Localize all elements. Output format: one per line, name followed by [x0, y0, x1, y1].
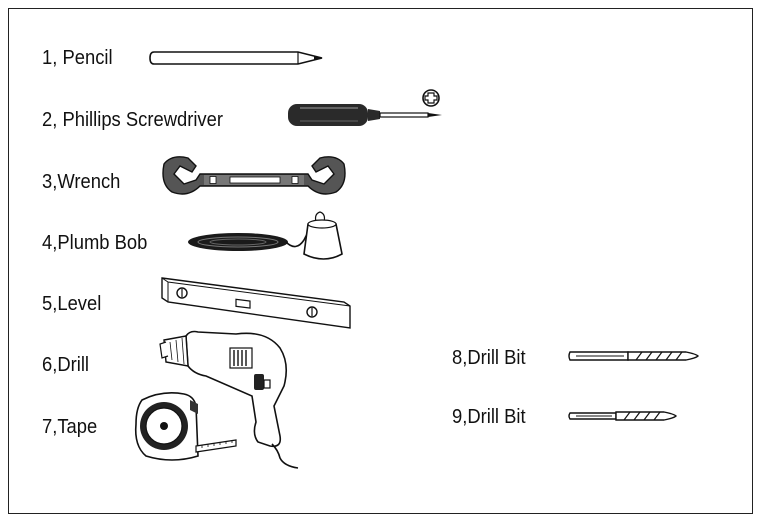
tool-label-drill: 6,Drill — [42, 354, 90, 376]
level-icon — [161, 277, 351, 329]
tool-label-tape: 7,Tape — [42, 416, 98, 438]
pencil-icon — [149, 51, 323, 65]
tool-label-level: 5,Level — [42, 293, 102, 315]
drill-icon — [159, 330, 299, 469]
wrench-icon — [162, 156, 346, 195]
tool-label-wrench: 3,Wrench — [42, 171, 121, 193]
drill-bit-icon — [568, 351, 699, 361]
tool-label-pencil: 1, Pencil — [42, 47, 113, 69]
tool-label-plumb-bob: 4,Plumb Bob — [42, 232, 148, 254]
tools-diagram-frame — [8, 8, 753, 514]
tool-label-screwdriver: 2, Phillips Screwdriver — [42, 109, 223, 131]
tool-label-drill-bit-9: 9,Drill Bit — [452, 406, 526, 428]
drill-bit-icon — [568, 411, 677, 421]
plumb-bob-icon — [188, 211, 343, 260]
tool-label-drill-bit-8: 8,Drill Bit — [452, 347, 526, 369]
screwdriver-icon — [288, 89, 442, 126]
tape-measure-icon — [134, 392, 237, 461]
